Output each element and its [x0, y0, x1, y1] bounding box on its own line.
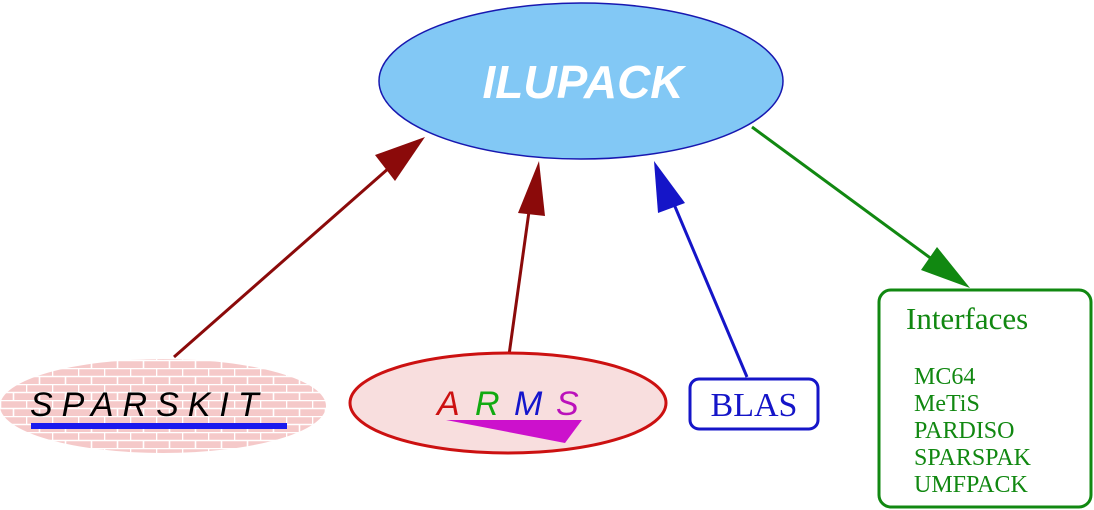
sparskit-label: SPARSKIT — [30, 386, 268, 424]
sparskit-node[interactable]: SPARSKIT — [0, 359, 326, 453]
edge-blas-to-ilupack — [654, 161, 749, 378]
edges — [173, 125, 970, 378]
arrowhead — [375, 137, 425, 181]
edge-sparskit-to-ilupack — [173, 137, 425, 359]
arms-letter-r: R — [475, 385, 500, 423]
interfaces-title: Interfaces — [906, 301, 1028, 336]
arms-ellipse — [348, 351, 668, 455]
interface-item: MeTiS — [914, 391, 980, 417]
arms-letter-s: S — [556, 385, 579, 423]
arms-wedge — [446, 420, 582, 443]
arrowhead — [921, 247, 970, 288]
interface-item: UMFPACK — [914, 472, 1029, 498]
arms-node[interactable]: A R M S — [348, 351, 668, 455]
edge-line — [751, 125, 945, 270]
arms-letter-m: M — [514, 385, 543, 423]
arms-letter-a: A — [435, 385, 460, 423]
sparskit-ellipse — [0, 359, 326, 453]
blas-box — [688, 377, 820, 431]
interface-item: PARDISO — [914, 418, 1015, 444]
blas-label: BLAS — [711, 387, 798, 424]
edge-line — [666, 189, 749, 378]
arrowhead — [654, 161, 685, 213]
blas-node[interactable]: BLAS — [688, 377, 820, 431]
sparskit-underline — [31, 423, 287, 429]
edge-line — [507, 189, 534, 356]
arrowhead — [518, 161, 545, 216]
interface-item: MC64 — [914, 364, 975, 390]
ilupack-node[interactable]: ILUPACK — [378, 2, 784, 160]
ilupack-label: ILUPACK — [482, 56, 686, 108]
interface-item: SPARSPAK — [914, 445, 1032, 471]
edge-line — [173, 158, 399, 359]
interfaces-node[interactable]: Interfaces MC64 MeTiS PARDISO SPARSPAK U… — [877, 288, 1093, 509]
interfaces-box — [877, 288, 1093, 509]
ilupack-ellipse — [378, 2, 784, 160]
edge-arms-to-ilupack — [507, 161, 545, 356]
edge-ilupack-to-interfaces — [751, 125, 970, 288]
